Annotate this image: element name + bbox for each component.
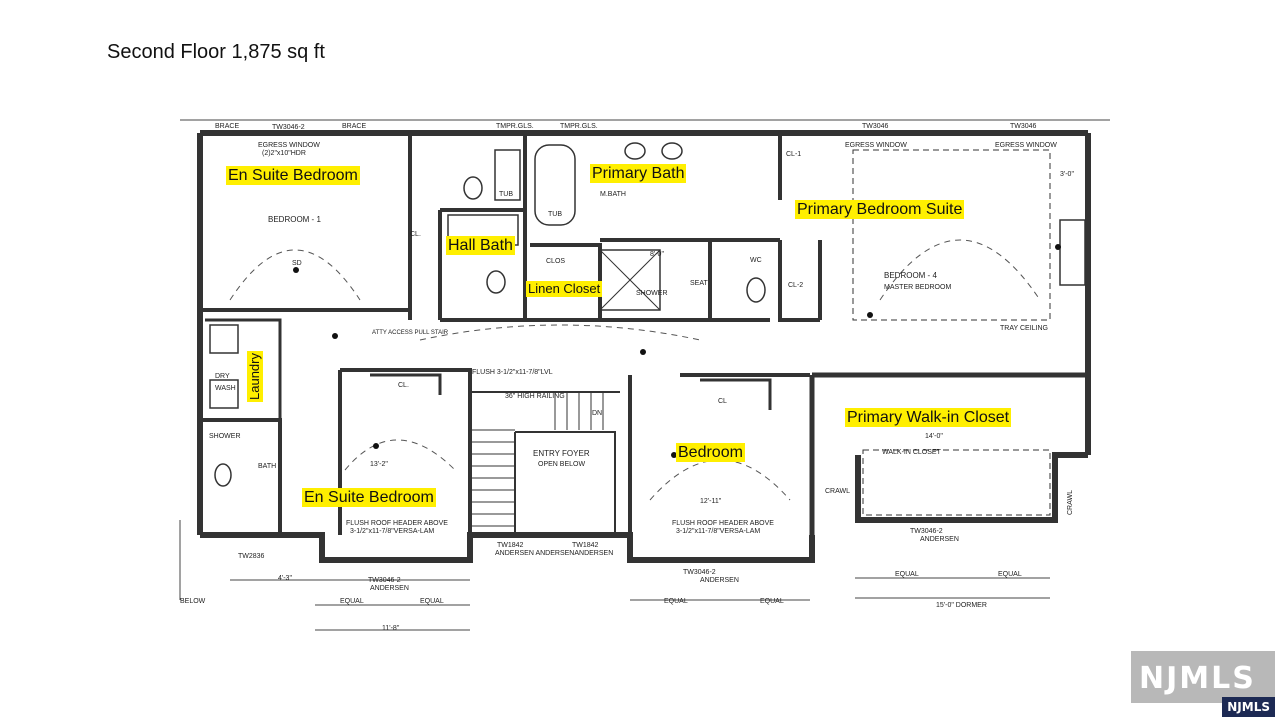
equal-label: EQUAL [340, 598, 364, 605]
lvl-label: FLUSH 3-1/2"x11-7/8"LVL [472, 369, 553, 376]
window-label: TW3046-2 [683, 569, 716, 576]
window-label: TW3046-2 [910, 528, 943, 535]
logo-box: NJMLS [1131, 651, 1275, 703]
egress-window-label: EGRESS WINDOW [845, 142, 907, 149]
equal-label: EQUAL [664, 598, 688, 605]
bedroom-1-label: BEDROOM - 1 [268, 215, 321, 224]
railing-label: 36" HIGH RAILING [505, 393, 565, 400]
tw-top-left: TW3046-2 [272, 124, 305, 131]
andersen-label: ANDERSEN [370, 585, 409, 592]
room-label-hall-bath: Hall Bath [446, 236, 515, 255]
equal-label: EQUAL [760, 598, 784, 605]
window-label: TW3046-2 [368, 577, 401, 584]
room-label-primary-bedroom-suite: Primary Bedroom Suite [795, 200, 965, 219]
dimension-label: 8'-0" [650, 251, 664, 258]
fixtures [209, 142, 1086, 487]
brace-label: BRACE [215, 123, 239, 130]
master-bedroom-label: MASTER BEDROOM [884, 284, 951, 291]
open-below-label: OPEN BELOW [538, 461, 585, 468]
shower-label: SHOWER [209, 433, 241, 440]
closet-label: CL-1 [786, 151, 801, 158]
dimension-lines [179, 119, 1110, 631]
dimension-label: 4'-3" [278, 575, 292, 582]
room-label-bedroom: Bedroom [676, 443, 745, 462]
window-label: TW1842 [497, 542, 524, 549]
below-label: BELOW [180, 598, 206, 605]
smoke-detector-label: SD [292, 260, 302, 267]
logo-small-text: NJMLS [1222, 697, 1275, 717]
tub-label: TUB [499, 191, 513, 198]
equal-label: EQUAL [998, 571, 1022, 578]
m-bath-label: M.BATH [600, 191, 626, 198]
room-label-primary-walk-in-closet: Primary Walk-in Closet [845, 408, 1012, 427]
plan-labels: TW3046-2 BRACE BRACE TMPR.GLS. TMPR.GLS.… [180, 123, 1074, 632]
room-label-linen-closet: Linen Closet [526, 281, 603, 297]
andersen-label: ANDERSEN ANDERSENANDERSEN [495, 550, 613, 557]
page-title: Second Floor 1,875 sq ft [107, 41, 325, 63]
dryer-label: DRY [215, 373, 230, 380]
njmls-logo: NJMLS NJMLS [1131, 651, 1275, 717]
dormer-label: 15'-0" DORMER [936, 602, 987, 609]
walk-in-closet-label: WALK-IN CLOSET [882, 449, 942, 456]
tray-ceiling-label: TRAY CEILING [1000, 325, 1048, 332]
crawl-label: CRAWL [1067, 490, 1074, 515]
tw-top-mid: TW3046 [862, 123, 889, 130]
crawl-label: CRAWL [825, 488, 850, 495]
egress-window-label: EGRESS WINDOW [258, 142, 320, 149]
dimension-label: 14'-0" [925, 433, 943, 440]
tub-label: TUB [548, 211, 562, 218]
andersen-label: ANDERSEN [700, 577, 739, 584]
closet-label: CL. [398, 382, 409, 389]
closet-label: CL [718, 398, 727, 405]
closet-label: CL. [410, 231, 421, 238]
tmpr-gls-label: TMPR.GLS. [496, 123, 534, 130]
dimension-label: 3'-0" [1060, 171, 1074, 178]
header-label: (2)2"x10"HDR [262, 150, 306, 157]
window-label: TW1842 [572, 542, 599, 549]
dimension-label: 11'-8" [382, 625, 400, 632]
equal-label: EQUAL [420, 598, 444, 605]
andersen-label: ANDERSEN [920, 536, 959, 543]
closet-label: CL-2 [788, 282, 803, 289]
roof-header-label: FLUSH ROOF HEADER ABOVE [346, 520, 448, 527]
room-label-en-suite-bedroom: En Suite Bedroom [226, 166, 360, 185]
wc-label: WC [750, 257, 762, 264]
dimension-label: 13'-2" [370, 461, 388, 468]
tw-top-right: TW3046 [1010, 123, 1037, 130]
walls [197, 130, 1091, 563]
roof-header-label: FLUSH ROOF HEADER ABOVE [672, 520, 774, 527]
down-label: DN [592, 410, 602, 417]
washer-label: WASH [215, 385, 236, 392]
window-label: TW2836 [238, 553, 265, 560]
equal-label: EQUAL [895, 571, 919, 578]
room-label-laundry: Laundry [247, 351, 263, 402]
versa-lam-label: 3-1/2"x11-7/8"VERSA-LAM [676, 528, 760, 535]
bath-label: BATH [258, 463, 276, 470]
staircase [470, 391, 620, 527]
shower-label: SHOWER [636, 290, 668, 297]
lighting-arcs [229, 239, 1041, 501]
bedroom-4-label: BEDROOM - 4 [884, 271, 937, 280]
logo-text: NJMLS [1139, 661, 1256, 696]
dimension-label: 12'-11" [700, 498, 722, 505]
room-label-en-suite-bedroom: En Suite Bedroom [302, 488, 436, 507]
versa-lam-label: 3-1/2"x11-7/8"VERSA-LAM [350, 528, 434, 535]
tmpr-gls-label: TMPR.GLS. [560, 123, 598, 130]
closet-label: CLOS [546, 258, 565, 265]
egress-window-label: EGRESS WINDOW [995, 142, 1057, 149]
room-label-primary-bath: Primary Bath [590, 164, 687, 183]
brace-label: BRACE [342, 123, 366, 130]
entry-foyer-label: ENTRY FOYER [533, 449, 590, 458]
seat-label: SEAT [690, 280, 708, 287]
smoke-detectors [293, 244, 1061, 458]
attic-access-label: ATTY ACCESS PULL STAIR [372, 330, 449, 336]
